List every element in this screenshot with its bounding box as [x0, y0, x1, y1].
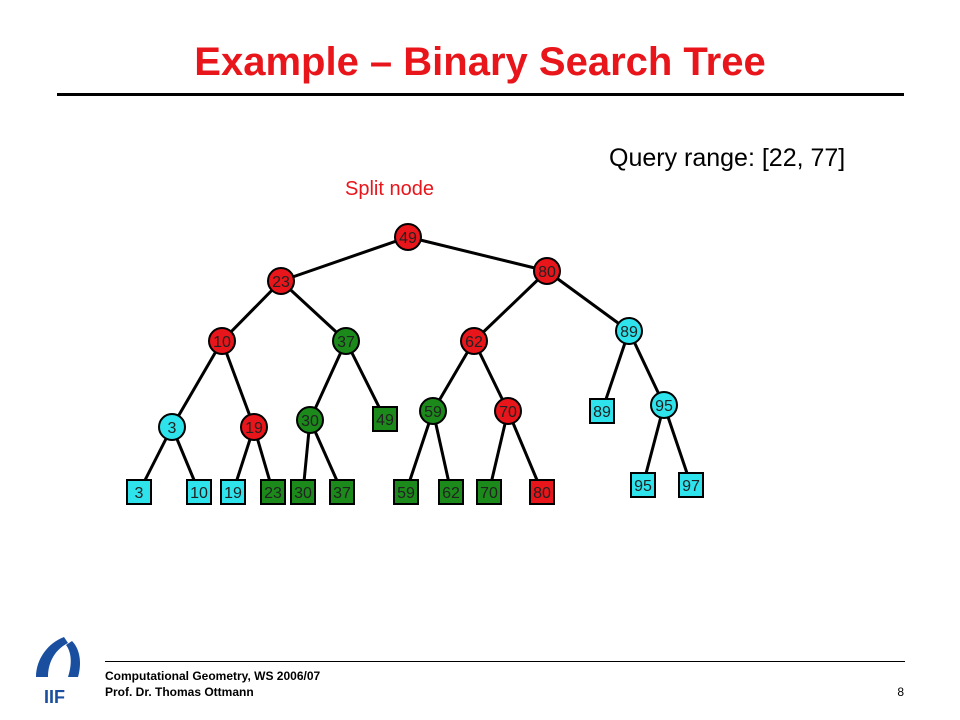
edge-n80-n89: [546, 269, 630, 333]
label-n30: 30: [301, 413, 319, 430]
label-n62: 62: [465, 334, 483, 351]
footer-course: Computational Geometry, WS 2006/07: [105, 669, 321, 683]
leaf-node-3: [126, 479, 152, 505]
footer-text: Computational Geometry, WS 2006/07 Prof.…: [105, 668, 320, 700]
label-l70: 70: [480, 485, 498, 502]
leaf-node-30: [290, 479, 316, 505]
label-l89: 89: [593, 404, 611, 421]
edge-n37-n30: [308, 340, 348, 421]
tree-node-23: [267, 267, 295, 295]
leaf-node-89: [589, 398, 615, 424]
label-n59: 59: [424, 404, 442, 421]
tree-node-62: [460, 327, 488, 355]
label-l62: 62: [442, 485, 460, 502]
label-l19: 19: [224, 485, 242, 502]
tree-node-80: [533, 257, 561, 285]
tree-nodes: 49 23 80 10 37 62 89 3 19 30 59 70 95 3 10 19 23 30 37 49 59…: [126, 223, 704, 505]
edge-n59-l59: [404, 410, 435, 493]
tree-node-89: [615, 317, 643, 345]
title-divider: [57, 93, 904, 96]
slide-title: Example – Binary Search Tree: [194, 40, 766, 84]
tree-node-59: [419, 397, 447, 425]
label-l49: 49: [376, 412, 394, 429]
leaf-node-19: [220, 479, 246, 505]
label-l37: 37: [333, 485, 351, 502]
logo-text: IIF: [44, 687, 65, 707]
leaf-node-97: [678, 472, 704, 498]
tree-node-3: [158, 413, 186, 441]
label-l80: 80: [533, 485, 551, 502]
label-n49: 49: [399, 230, 417, 247]
leaf-node-80: [529, 479, 555, 505]
label-n10: 10: [213, 334, 231, 351]
leaf-node-62: [438, 479, 464, 505]
tree-node-10: [208, 327, 236, 355]
leaf-node-59: [393, 479, 419, 505]
label-n95: 95: [655, 398, 673, 415]
query-range-label: Query range: [22, 77]: [609, 144, 846, 172]
edge-n70-l80: [506, 410, 544, 493]
tree-node-19: [240, 413, 268, 441]
leaf-node-70: [476, 479, 502, 505]
edge-n95-l97: [662, 404, 693, 486]
leaf-node-95: [630, 472, 656, 498]
tree-node-95: [650, 391, 678, 419]
leaf-node-10: [186, 479, 212, 505]
label-n70: 70: [499, 404, 517, 421]
edge-n89-l89: [600, 330, 631, 412]
tree-node-30: [296, 406, 324, 434]
leaf-node-49: [372, 406, 398, 432]
label-l10: 10: [190, 485, 208, 502]
tree-node-37: [332, 327, 360, 355]
tree-node-70: [494, 397, 522, 425]
footer-author: Prof. Dr. Thomas Ottmann: [105, 685, 254, 699]
leaf-node-23: [260, 479, 286, 505]
edge-n49-n80: [407, 235, 548, 273]
label-n19: 19: [245, 420, 263, 437]
edge-n23-n10: [220, 279, 283, 343]
label-n23: 23: [272, 274, 290, 291]
tree-edges: [137, 235, 693, 493]
label-n89: 89: [620, 324, 638, 341]
label-n80: 80: [538, 264, 556, 281]
leaf-node-37: [329, 479, 355, 505]
label-l95: 95: [634, 478, 652, 495]
label-l30: 30: [294, 485, 312, 502]
edge-n10-n3: [170, 340, 224, 428]
edge-n23-n37: [279, 279, 348, 343]
label-l23: 23: [264, 485, 282, 502]
split-node-label: Split node: [345, 178, 434, 200]
label-l97: 97: [682, 478, 700, 495]
label-l59: 59: [397, 485, 415, 502]
edge-n80-n62: [472, 269, 549, 343]
page-number: 8: [897, 685, 904, 699]
label-l3: 3: [135, 485, 144, 502]
edge-n49-n23: [280, 235, 409, 283]
footer-divider: [105, 661, 905, 662]
edge-n10-n19: [220, 340, 256, 428]
label-n37: 37: [337, 334, 355, 351]
tree-node-49: [394, 223, 422, 251]
iif-logo-icon: IIF: [36, 637, 80, 707]
label-n3: 3: [168, 420, 177, 437]
